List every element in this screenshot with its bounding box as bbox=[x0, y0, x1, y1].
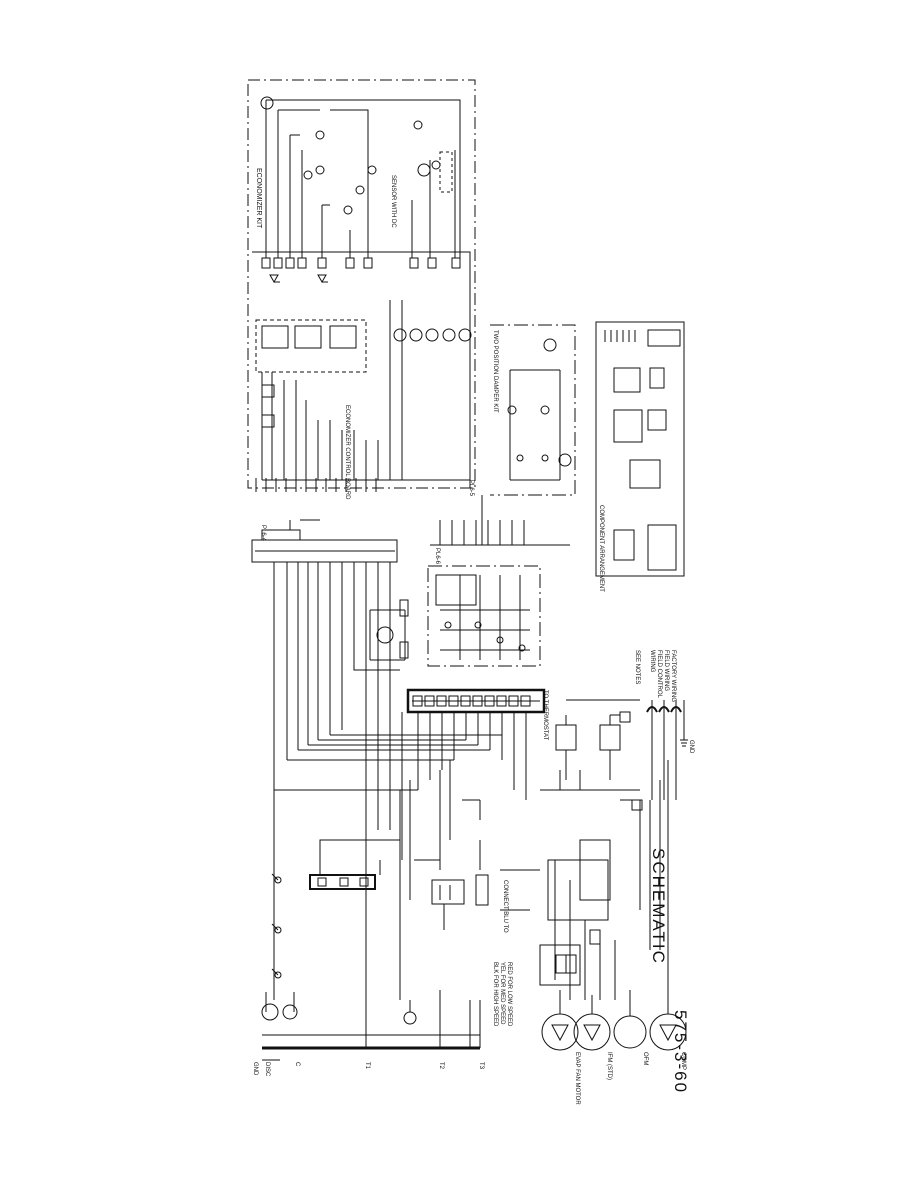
economizer-harness bbox=[255, 300, 470, 492]
plug-label-1: PL6-4 bbox=[260, 525, 266, 542]
thermostat-relay bbox=[369, 599, 409, 661]
fan-relays bbox=[555, 699, 640, 780]
left-label-gnd: GND bbox=[252, 1062, 258, 1076]
transformer bbox=[309, 839, 400, 890]
motors bbox=[541, 760, 687, 1051]
small-contactor bbox=[431, 879, 465, 930]
field-note-4: WIRING bbox=[649, 650, 655, 673]
motor-label-ifm: IFM (STD) bbox=[606, 1052, 612, 1080]
economizer-wiring bbox=[260, 96, 461, 258]
motor-label-comp: COMP bbox=[680, 1052, 686, 1070]
schematic-title: SCHEMATIC bbox=[649, 848, 668, 965]
plug-strip bbox=[251, 519, 398, 800]
speed-note-3: RED FOR LOW SPEED bbox=[506, 962, 512, 1027]
sensor-label: SENSOR WITH DC bbox=[390, 175, 396, 228]
field-note-1: FACTORY WIRING bbox=[670, 650, 676, 703]
control-box bbox=[427, 565, 541, 667]
power-leads bbox=[646, 700, 688, 800]
economizer-kit-enclosure bbox=[247, 79, 476, 489]
speed-note-1: BLK FOR HIGH SPEED bbox=[492, 962, 498, 1027]
left-label-disc: DISC bbox=[264, 1062, 270, 1077]
economizer-control-board bbox=[252, 251, 472, 488]
damper-kit-label: TWO POSITION DAMPER KIT bbox=[492, 330, 498, 413]
motor-label-ofm: OFM bbox=[642, 1052, 648, 1066]
compressor-wiring bbox=[462, 770, 651, 1000]
left-label-t3: T3 bbox=[478, 1062, 484, 1070]
component-arrangement-label: COMPONENT ARRANGEMENT bbox=[598, 505, 604, 592]
terminal-board bbox=[406, 688, 546, 714]
left-label-t1: T1 bbox=[364, 1062, 370, 1070]
harness bbox=[353, 580, 440, 1000]
component-arrangement-box bbox=[595, 321, 685, 577]
thermostat-label: TO THERMOSTAT bbox=[542, 690, 548, 741]
field-note-2: FIELD WIRING bbox=[663, 650, 669, 692]
field-note-3: FIELD CONTROL bbox=[656, 650, 662, 699]
see-notes-label: SEE NOTES bbox=[634, 650, 640, 685]
economizer-board-label: ECONOMIZER CONTROL BOARD bbox=[344, 405, 350, 500]
ground-label: GND bbox=[688, 740, 694, 754]
main-power-bus bbox=[261, 800, 481, 1061]
speed-note-2: YEL FOR MED SPEED bbox=[499, 962, 505, 1025]
motor-label-evap: EVAP FAN MOTOR bbox=[574, 1052, 580, 1105]
plug-label-2: PL6-5 bbox=[468, 480, 474, 497]
terminal-wiring bbox=[274, 712, 527, 1000]
connect-note: CONNECT BLU TO bbox=[502, 880, 508, 933]
left-label-t2: T2 bbox=[438, 1062, 444, 1070]
left-label-c: C bbox=[294, 1062, 300, 1067]
economizer-kit-label: ECONOMIZER KIT bbox=[255, 168, 262, 229]
two-position-damper-kit bbox=[430, 324, 576, 546]
plug-label-3: PL6-6 bbox=[434, 548, 440, 565]
